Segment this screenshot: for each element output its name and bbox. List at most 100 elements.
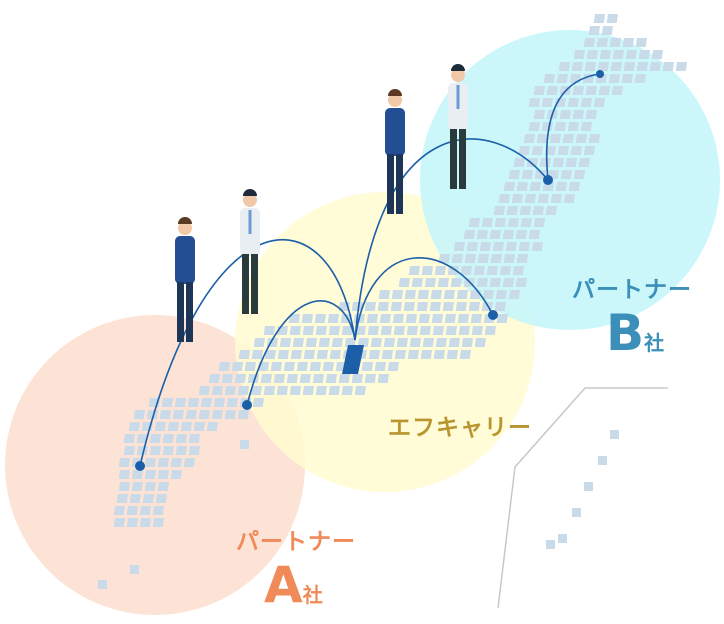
map-tile <box>625 50 637 59</box>
map-tile <box>419 326 431 335</box>
map-tile <box>528 230 540 239</box>
map-tile <box>608 74 620 83</box>
map-tile <box>572 86 584 95</box>
map-tile <box>558 62 570 71</box>
map-tile <box>394 350 406 359</box>
partner-a-prefix: パートナー <box>236 529 356 555</box>
map-tile <box>443 290 455 299</box>
map-tile <box>520 218 532 227</box>
map-tile <box>139 518 151 527</box>
map-tile <box>390 302 402 311</box>
map-tile <box>558 534 567 543</box>
map-tile <box>193 422 205 431</box>
map-tile <box>144 458 156 467</box>
map-tile <box>524 194 536 203</box>
map-tile <box>468 218 480 227</box>
map-tile <box>541 122 553 131</box>
map-tile <box>263 326 276 335</box>
map-tile <box>325 374 337 383</box>
partner-b-label: パートナー B社 <box>572 270 692 358</box>
map-tile <box>508 290 520 299</box>
map-tile <box>289 326 302 335</box>
map-tile <box>560 170 572 179</box>
map-tile <box>575 134 587 143</box>
endpoint-dot <box>488 310 498 320</box>
map-tile <box>583 146 595 155</box>
map-tile <box>447 266 459 275</box>
map-tile <box>431 314 443 323</box>
map-tile <box>536 134 548 143</box>
map-tile <box>533 86 545 95</box>
partner-b-prefix: パートナー <box>572 277 692 303</box>
map-tile <box>302 326 314 335</box>
map-tile <box>543 74 555 83</box>
map-tile <box>159 410 171 419</box>
inset-border-line <box>497 387 668 609</box>
map-tile <box>596 38 608 47</box>
connection-arc <box>139 238 356 467</box>
map-tile <box>296 362 308 371</box>
map-tile <box>351 302 363 311</box>
map-tile <box>468 302 480 311</box>
map-tile <box>490 254 502 263</box>
map-tile <box>130 565 139 574</box>
map-tile <box>516 254 528 263</box>
map-tile <box>331 338 344 347</box>
map-tile <box>234 374 246 383</box>
map-tile <box>649 62 661 71</box>
map-tile <box>118 482 130 491</box>
map-tile <box>211 386 223 395</box>
partner-b-suffix: 社 <box>644 331 665 355</box>
map-tile <box>545 206 557 215</box>
map-tile <box>502 230 514 239</box>
connection-arc <box>546 73 601 181</box>
connection-arc <box>354 257 494 341</box>
map-tile <box>430 290 442 299</box>
map-tile <box>279 338 291 347</box>
map-tile <box>286 374 298 383</box>
map-tile <box>328 326 340 335</box>
map-tile <box>144 470 156 479</box>
map-tile <box>224 410 236 419</box>
map-tile <box>237 410 249 419</box>
map-tile <box>537 194 549 203</box>
map-tile <box>142 494 154 503</box>
map-tile <box>506 206 518 215</box>
map-tile <box>499 266 511 275</box>
map-tile <box>252 398 264 407</box>
map-tile <box>437 278 449 287</box>
map-tile <box>118 458 130 467</box>
map-tile <box>162 434 174 443</box>
map-tile <box>377 302 389 311</box>
map-tile <box>208 374 220 383</box>
map-tile <box>157 482 169 491</box>
map-tile <box>442 302 454 311</box>
partner-a-letter: A <box>264 556 303 614</box>
map-tile <box>404 290 416 299</box>
partner-b-letter: B <box>606 304 645 362</box>
map-tile <box>533 218 545 227</box>
map-tile <box>200 398 212 407</box>
map-tile <box>315 386 327 395</box>
map-tile <box>392 314 404 323</box>
map-tile <box>422 338 435 347</box>
map-tile <box>126 518 138 527</box>
map-tile <box>573 50 585 59</box>
map-tile <box>167 422 179 431</box>
map-tile <box>515 278 527 287</box>
map-tile <box>611 86 623 95</box>
map-tile <box>612 50 624 59</box>
map-tile <box>446 350 458 359</box>
map-tile <box>503 254 515 263</box>
map-tile <box>322 362 334 371</box>
map-tile <box>318 338 331 347</box>
map-tile <box>270 362 282 371</box>
map-tile <box>131 470 143 479</box>
map-tile <box>541 98 553 107</box>
map-tile <box>470 314 482 323</box>
map-tile <box>128 422 140 431</box>
map-tile <box>328 386 340 395</box>
map-tile <box>559 110 571 119</box>
map-tile <box>198 410 210 419</box>
map-tile <box>417 290 429 299</box>
